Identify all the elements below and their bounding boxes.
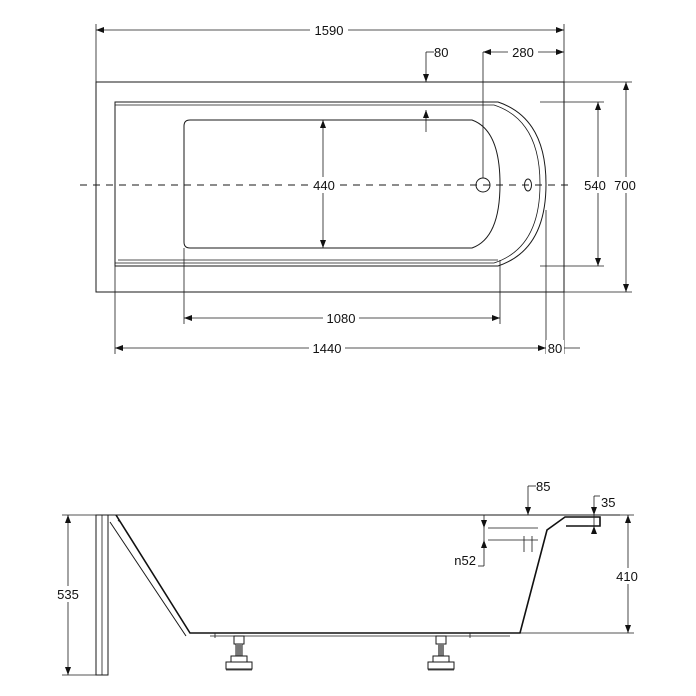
dimension-drain-diameter: n52: [454, 515, 487, 568]
dimension-overflow-offset: 85: [525, 479, 550, 515]
bottom-flat-area: [183, 119, 501, 249]
drain-diameter-label: n52: [454, 553, 476, 568]
right-leg: [427, 635, 455, 671]
depth-label: 410: [616, 569, 638, 584]
rim-thickness-label: 35: [601, 495, 615, 510]
end-rim-label: 80: [548, 341, 562, 356]
outer-rim-outline: [95, 81, 565, 293]
left-leg: [225, 635, 253, 671]
dimension-end-rim: 80: [546, 292, 580, 356]
top-view: 1590 80 280 440: [80, 22, 639, 356]
dimension-depth: 410: [520, 514, 642, 634]
dimension-rim-thickness: 35: [588, 495, 615, 534]
dimension-drain-to-end: 280: [482, 44, 564, 178]
bottom-length-label: 1080: [327, 311, 356, 326]
dimension-bottom-length: 1080: [183, 248, 501, 326]
overall-width-label: 700: [614, 178, 636, 193]
dimension-rim-inner-width: 540: [540, 101, 609, 267]
inner-basin-rim-line: [115, 104, 541, 264]
dimension-inner-width: 440: [310, 120, 338, 248]
dimension-overall-length: 1590: [95, 22, 565, 82]
tub-body-profile: [115, 514, 601, 634]
inner-length-label: 1440: [313, 341, 342, 356]
overall-length-label: 1590: [315, 23, 344, 38]
drain-to-end-label: 280: [512, 45, 534, 60]
dimension-inner-length: 1440: [114, 210, 547, 356]
inner-width-label: 440: [313, 178, 335, 193]
dimension-height: 535: [54, 514, 96, 676]
inner-basin-outline: [114, 101, 547, 267]
dimension-drain-offset: 80: [423, 45, 448, 132]
overflow-offset-label: 85: [536, 479, 550, 494]
rim-inner-width-label: 540: [584, 178, 606, 193]
dimension-overall-width: 700: [564, 81, 639, 293]
drain-detail: [488, 527, 538, 552]
side-view: 535 410 85 35: [54, 479, 642, 676]
height-label: 535: [57, 587, 79, 602]
overflow-hole: [524, 178, 532, 192]
drain-offset-label: 80: [434, 45, 448, 60]
